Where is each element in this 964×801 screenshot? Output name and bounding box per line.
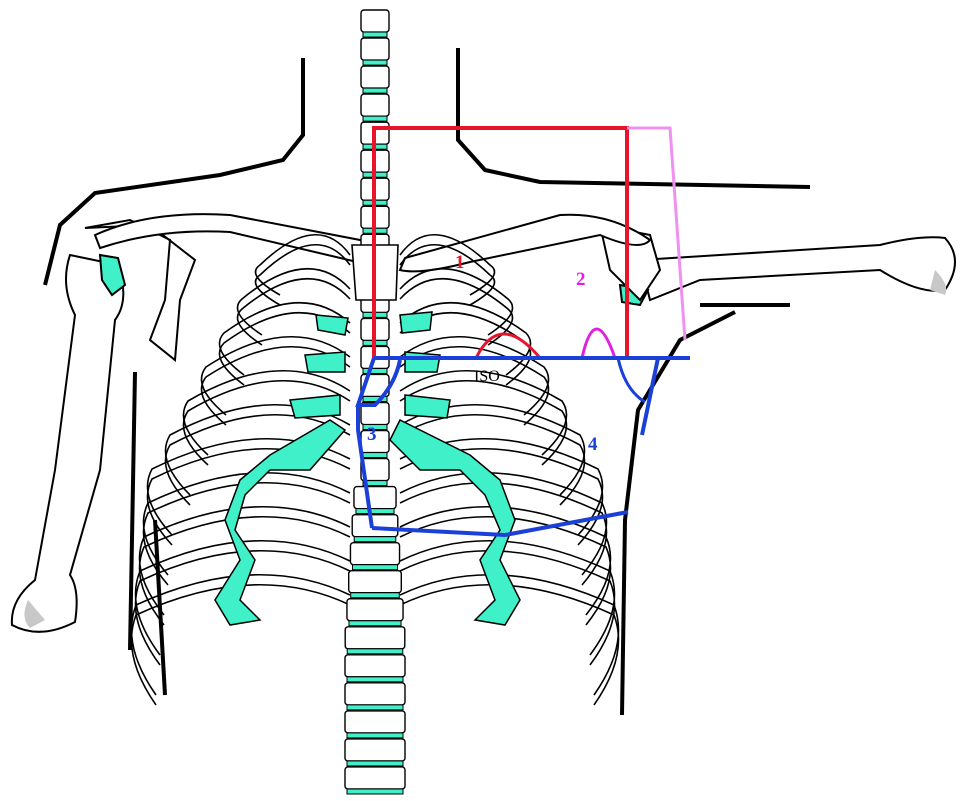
intervertebral-disc: [363, 116, 387, 121]
left-humerus: [12, 255, 123, 632]
intervertebral-disc: [351, 593, 400, 598]
vertebra: [361, 94, 389, 116]
intervertebral-disc: [363, 32, 387, 37]
intervertebral-disc: [356, 509, 394, 514]
intervertebral-disc: [352, 565, 397, 570]
intervertebral-disc: [347, 733, 403, 738]
rib-left-7-lower-edge: [148, 449, 351, 545]
intervertebral-disc: [363, 88, 387, 93]
intervertebral-disc: [349, 621, 401, 626]
cartilage-left-3: [290, 395, 340, 418]
vertebra: [361, 66, 389, 88]
field-2-label: 2: [576, 270, 586, 289]
vertebra: [361, 38, 389, 60]
field-4-inner-curve: [618, 358, 645, 402]
sternum-cartilage-upper-left: [316, 315, 348, 335]
torso-right-contour: [622, 312, 735, 715]
vertebra: [345, 767, 405, 789]
vertebra: [345, 627, 405, 649]
body-contour: [45, 48, 810, 715]
left-clavicle: [95, 214, 373, 265]
cartilage-right-2: [405, 352, 440, 372]
right-humerus: [640, 237, 955, 300]
intervertebral-disc: [347, 677, 403, 682]
vertebra: [354, 487, 396, 509]
intervertebral-disc: [347, 761, 403, 766]
field-1-label: 1: [455, 253, 465, 272]
cartilage-left-2: [305, 352, 345, 372]
intervertebral-disc: [347, 649, 403, 654]
intervertebral-disc: [363, 368, 387, 373]
vertebra: [361, 10, 389, 32]
vertebra: [345, 739, 405, 761]
intervertebral-disc: [363, 453, 387, 458]
torso-left-line-2: [155, 520, 165, 695]
isocenter-label: ISO: [474, 369, 500, 385]
intervertebral-disc: [363, 60, 387, 65]
field-4-label: 4: [588, 435, 598, 454]
intervertebral-disc: [347, 705, 403, 710]
vertebra: [349, 571, 402, 593]
field-2-bump: [582, 329, 615, 358]
intervertebral-disc: [354, 537, 396, 542]
vertebra: [345, 655, 405, 677]
field-3-label: 3: [367, 425, 377, 444]
vertebra: [345, 711, 405, 733]
intervertebral-disc: [347, 789, 403, 794]
neck-right-line: [458, 48, 810, 187]
cartilage-right-3: [405, 395, 450, 418]
right-arm: [600, 225, 955, 305]
sternum-cartilage-upper-right: [400, 312, 432, 333]
vertebra: [345, 683, 405, 705]
vertebra: [352, 515, 398, 537]
vertebra: [347, 599, 403, 621]
vertebra: [350, 543, 399, 565]
